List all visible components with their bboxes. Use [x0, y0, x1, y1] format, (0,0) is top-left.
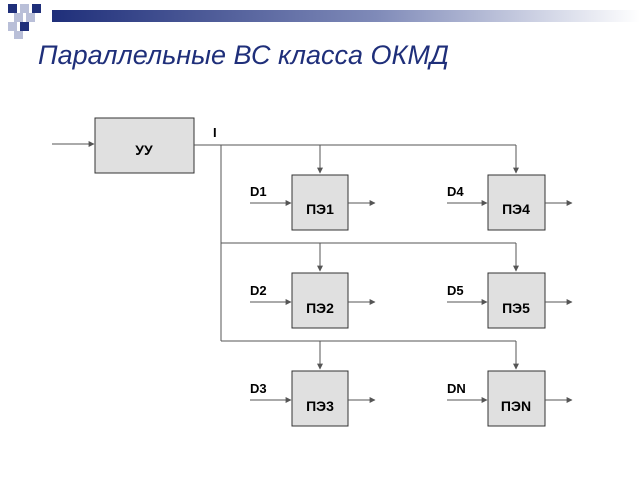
deco-band	[52, 10, 640, 22]
data-label-d1: D1	[250, 184, 267, 199]
pe5-label: ПЭ5	[502, 300, 530, 316]
header-decoration	[8, 4, 640, 39]
deco-square	[14, 13, 23, 22]
deco-square	[20, 22, 29, 31]
processing-element-3: ПЭ3	[291, 370, 349, 427]
pe3-label: ПЭ3	[306, 398, 334, 414]
control-unit-label: УУ	[135, 142, 153, 158]
pe1-label: ПЭ1	[306, 201, 334, 217]
processing-element-1: ПЭ1	[291, 174, 349, 231]
deco-square	[8, 22, 17, 31]
control-unit: УУ	[94, 117, 195, 174]
deco-square	[14, 31, 23, 39]
deco-square	[8, 4, 17, 13]
processing-element-n: ПЭN	[487, 370, 546, 427]
data-label-d5: D5	[447, 283, 464, 298]
data-label-d3: D3	[250, 381, 267, 396]
pe4-label: ПЭ4	[502, 201, 530, 217]
deco-square	[32, 4, 41, 13]
slide-title: Параллельные ВС класса ОКМД	[38, 40, 449, 70]
pe2-label: ПЭ2	[306, 300, 334, 316]
deco-square	[26, 13, 35, 22]
instruction-label: I	[213, 125, 217, 140]
pen-label: ПЭN	[501, 398, 531, 414]
data-label-d4: D4	[447, 184, 464, 199]
data-label-dn: DN	[447, 381, 466, 396]
data-label-d2: D2	[250, 283, 267, 298]
deco-square	[20, 4, 29, 13]
processing-element-5: ПЭ5	[487, 272, 546, 329]
processing-element-2: ПЭ2	[291, 272, 349, 329]
processing-element-4: ПЭ4	[487, 174, 546, 231]
